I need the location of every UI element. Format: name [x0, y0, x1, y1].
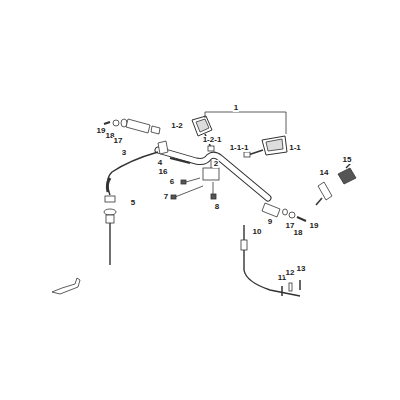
callout-number: 15 — [342, 156, 353, 164]
callout-number: 3 — [121, 149, 127, 157]
callout-number: 8 — [214, 203, 220, 211]
callout-number: 12 — [285, 269, 296, 277]
callout-number: 1-1-1 — [229, 144, 250, 152]
callout-number: 19 — [309, 222, 320, 230]
callout-number: 1-1 — [288, 144, 302, 152]
callout-number: 4 — [157, 159, 163, 167]
callout-number: 5 — [130, 199, 136, 207]
callout-number: 6 — [169, 178, 175, 186]
callout-number: 17 — [113, 137, 124, 145]
callout-number: 2 — [213, 160, 219, 168]
callout-number: 9 — [267, 218, 273, 226]
callout-number: 14 — [319, 169, 330, 177]
callout-number: 16 — [158, 168, 169, 176]
callout-number: 1-2 — [170, 122, 184, 130]
callout-number: 7 — [163, 193, 169, 201]
callout-number: 1 — [233, 104, 239, 112]
callout-number: 1-2-1 — [202, 136, 223, 144]
callout-number: 13 — [296, 265, 307, 273]
callout-number: 10 — [252, 228, 263, 236]
callout-number: 18 — [293, 229, 304, 237]
